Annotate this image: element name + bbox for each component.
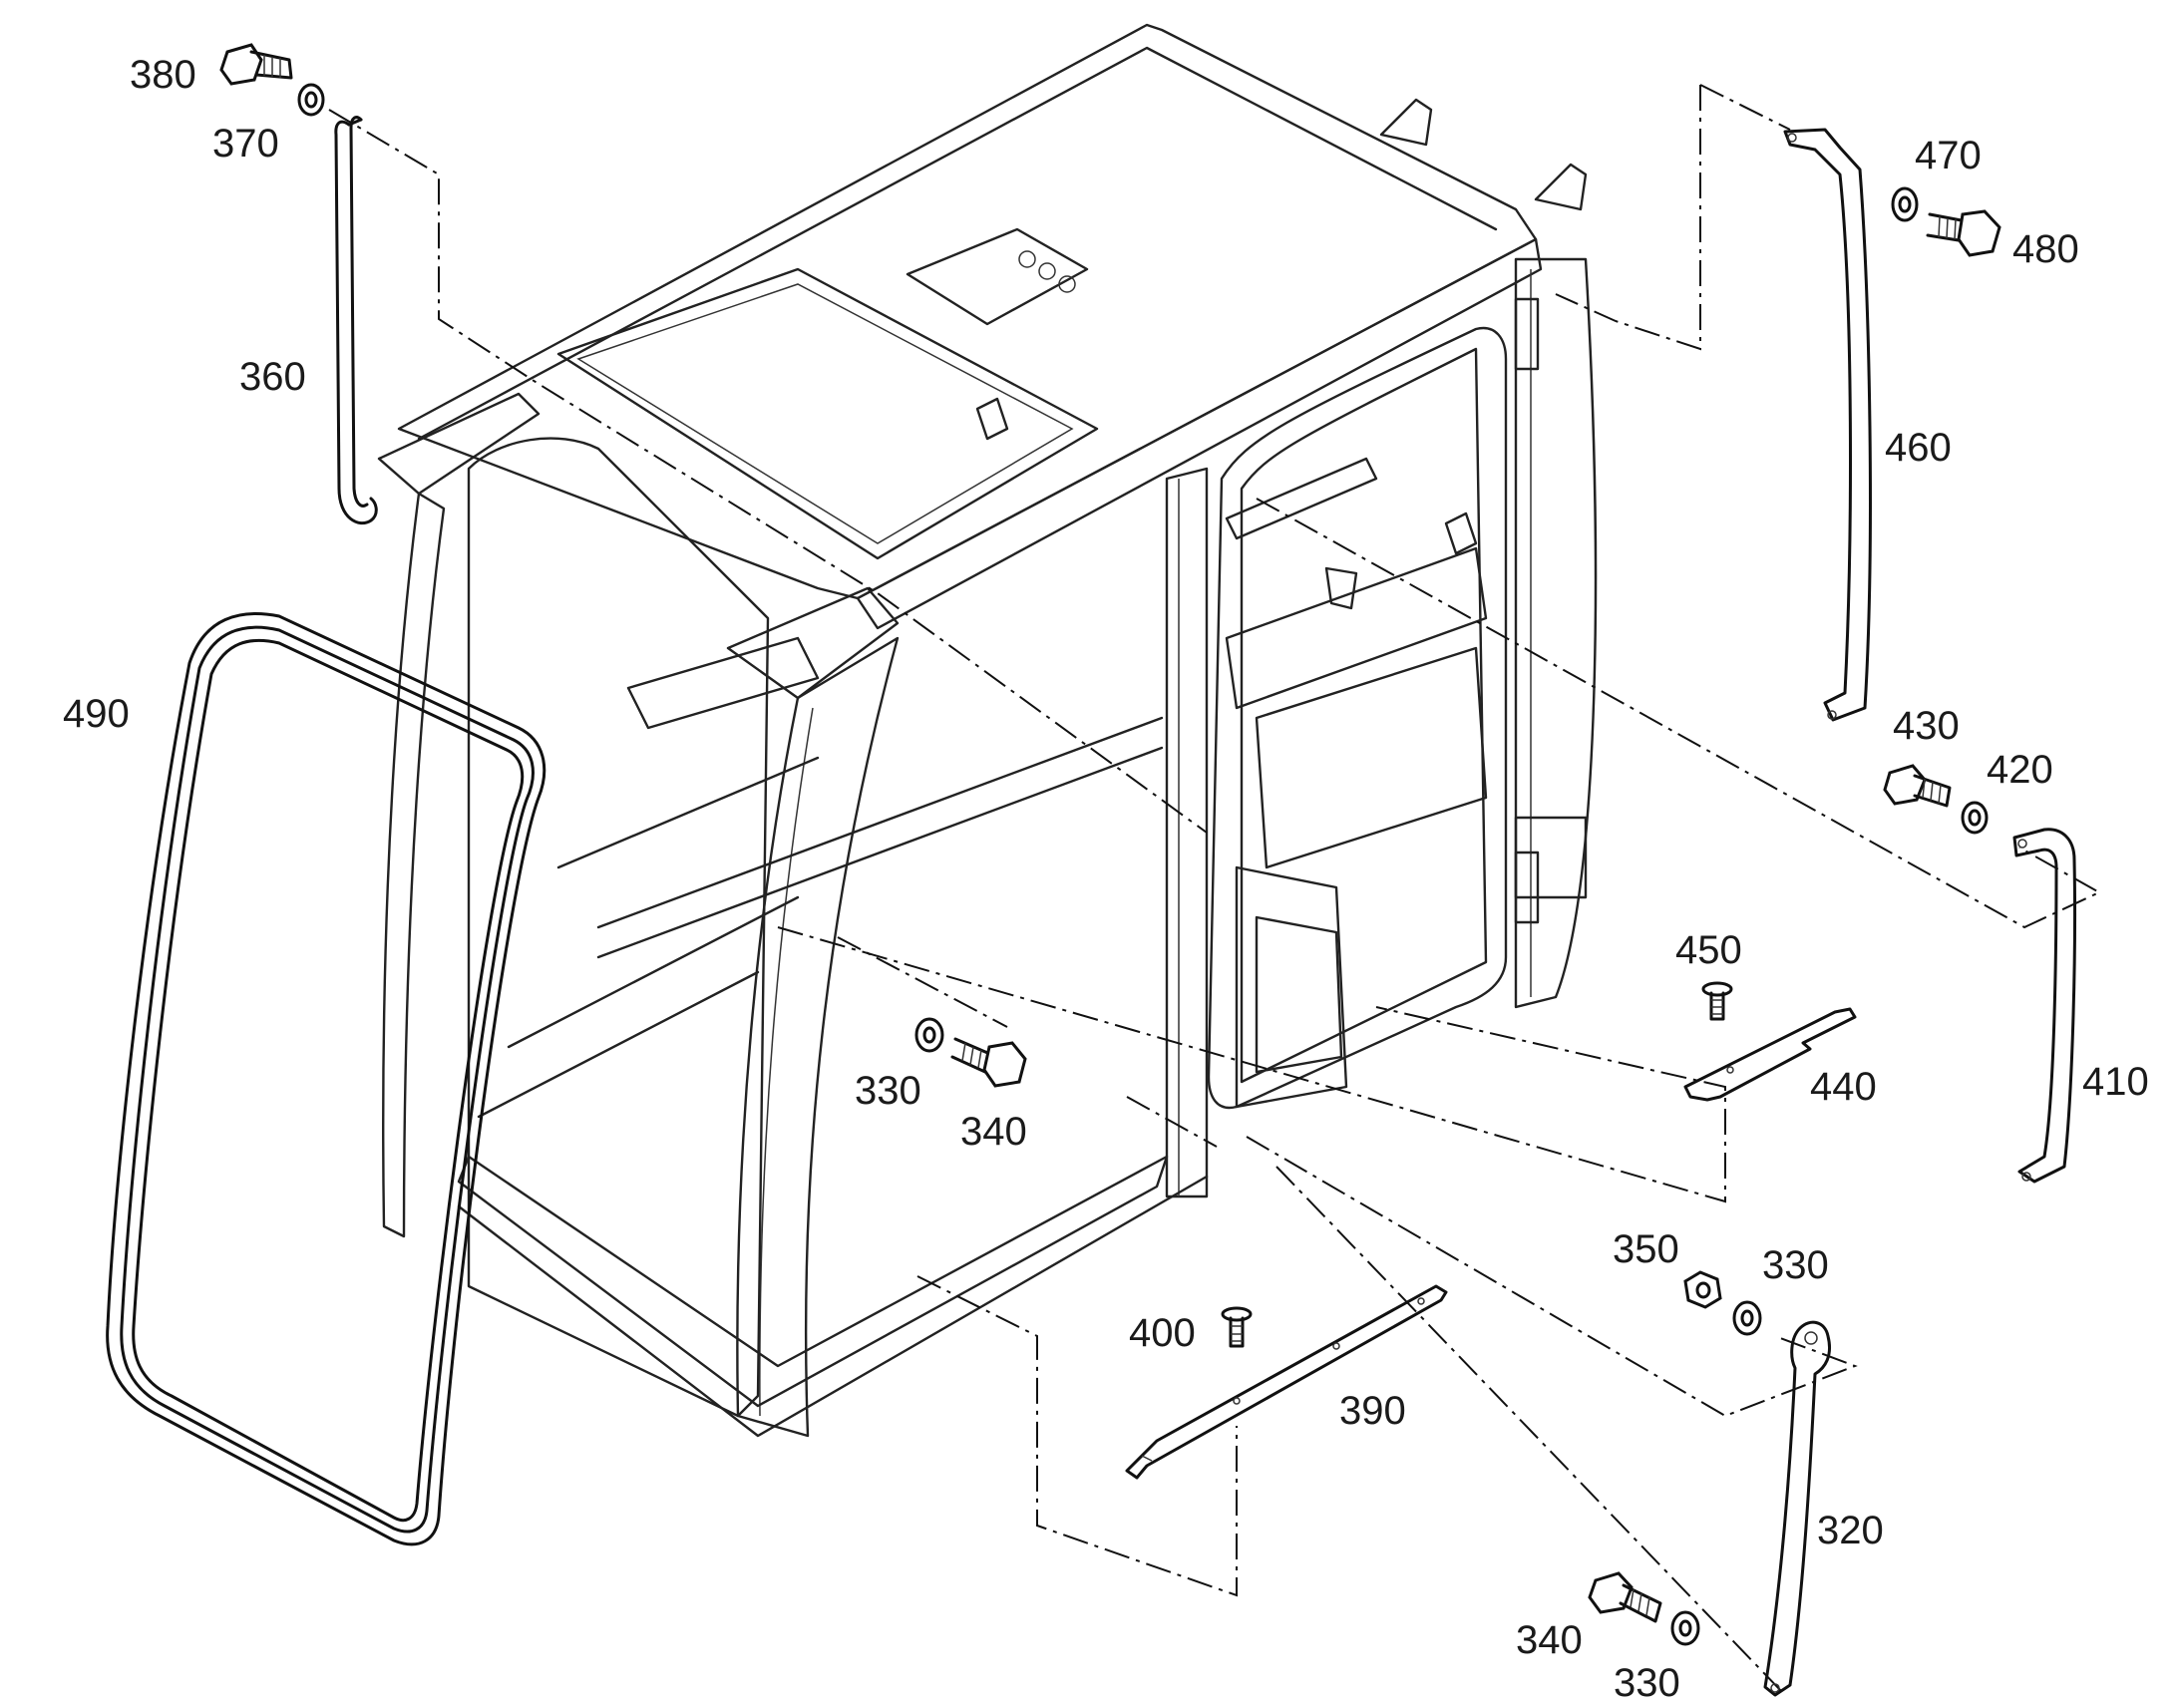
label-330-bottom: 330: [1614, 1661, 1680, 1705]
strip-part-390: [1125, 1284, 1448, 1480]
label-430: 430: [1893, 704, 1960, 748]
plate-part-440: [1683, 1007, 1857, 1102]
label-320: 320: [1817, 1509, 1884, 1552]
handle-part-360: [334, 116, 378, 525]
label-360: 360: [239, 355, 306, 399]
nut-part-350: [1683, 1270, 1722, 1309]
label-330-left: 330: [855, 1069, 921, 1113]
label-470: 470: [1915, 134, 1982, 177]
leader-lines: [328, 84, 2102, 1696]
label-440: 440: [1810, 1065, 1877, 1109]
washer-part-370: [297, 83, 325, 117]
label-380: 380: [130, 53, 196, 97]
washer-part-330-upper: [1732, 1300, 1762, 1336]
label-410: 410: [2082, 1060, 2149, 1104]
handle-part-410: [2012, 828, 2077, 1184]
label-390: 390: [1339, 1389, 1406, 1433]
label-350: 350: [1613, 1227, 1679, 1271]
part-labels: 380 370 360 490 470 480 460 430 420 450 …: [63, 53, 2149, 1705]
door-seal-part-490: [106, 612, 546, 1546]
bolt-part-340-lower: [1588, 1571, 1662, 1623]
handle-part-460: [1783, 128, 1872, 722]
handle-part-320: [1763, 1320, 1831, 1697]
label-400: 400: [1129, 1311, 1196, 1355]
label-450: 450: [1675, 928, 1742, 972]
washer-part-330: [914, 1017, 944, 1053]
label-480: 480: [2012, 227, 2079, 271]
screw-part-400: [1221, 1306, 1253, 1348]
label-420: 420: [1987, 748, 2053, 792]
bolt-part-430: [1883, 764, 1952, 808]
screw-part-450: [1701, 981, 1733, 1021]
bolt-part-380: [219, 43, 293, 86]
label-330-right: 330: [1762, 1243, 1829, 1287]
bolt-part-480: [1926, 209, 2001, 257]
label-370: 370: [212, 122, 279, 166]
bolt-part-340: [950, 1037, 1027, 1088]
label-490: 490: [63, 692, 130, 736]
label-460: 460: [1885, 426, 1952, 470]
washer-part-420: [1961, 801, 1989, 835]
washer-part-330-lower: [1670, 1610, 1700, 1646]
washer-part-470: [1891, 186, 1919, 222]
label-340-left: 340: [960, 1110, 1027, 1154]
cab-frame: [377, 23, 1598, 1438]
label-340-bottom: 340: [1516, 1618, 1583, 1662]
